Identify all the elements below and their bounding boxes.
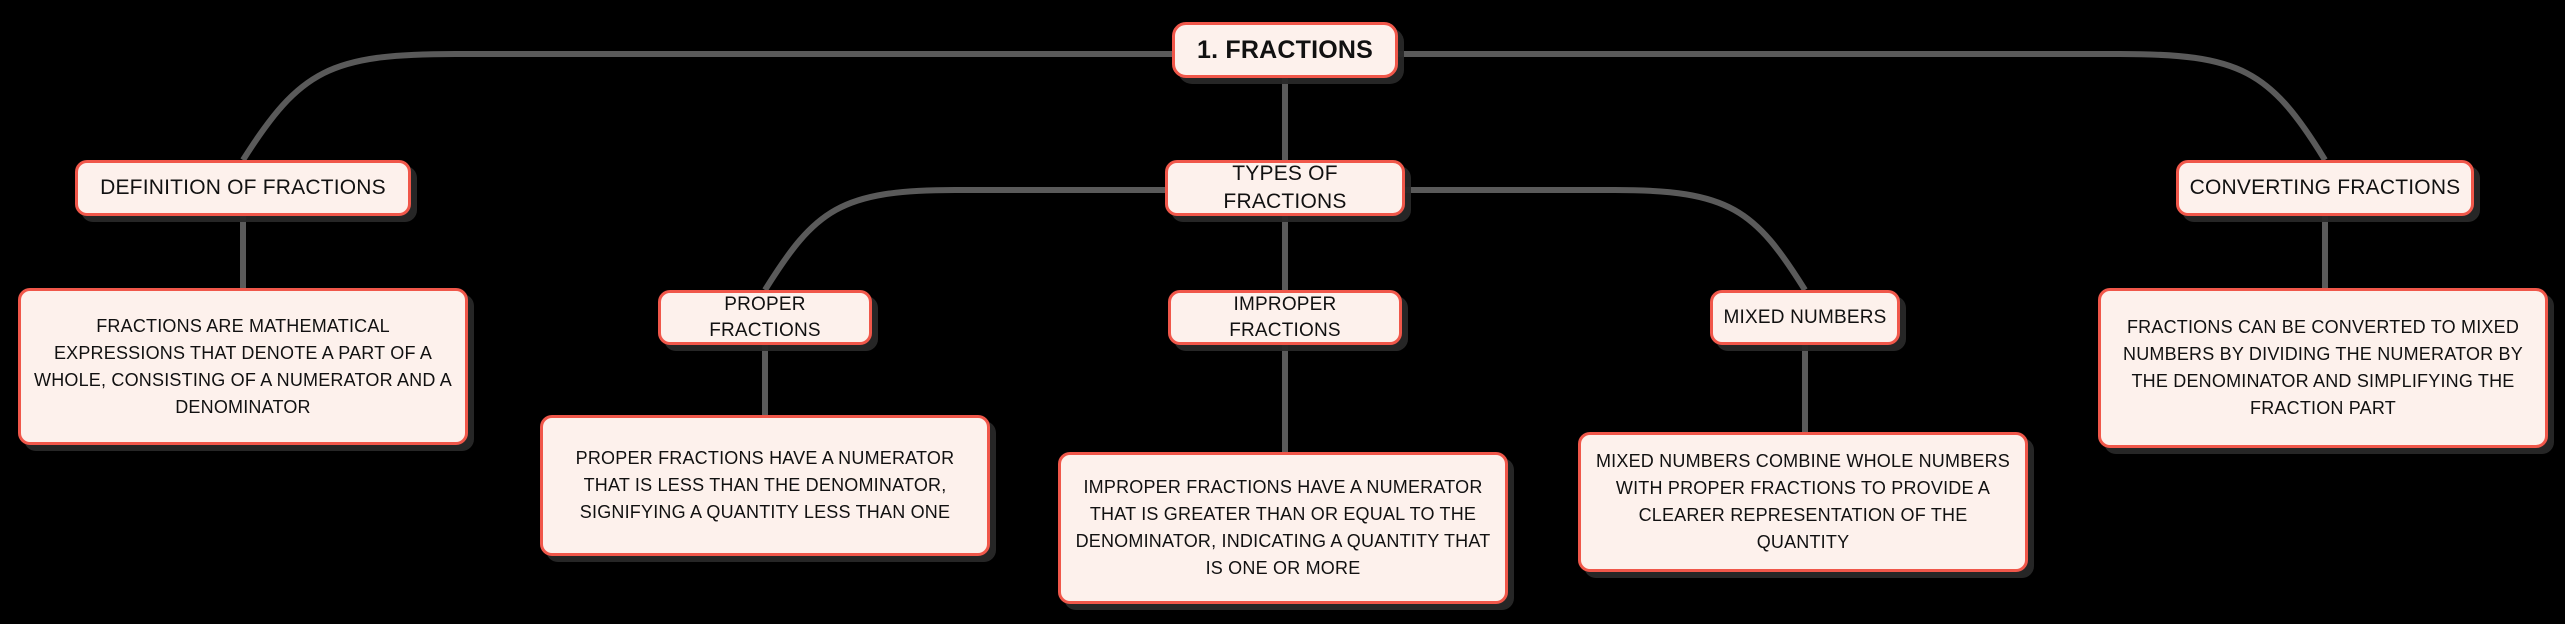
node-proper-description[interactable]: PROPER FRACTIONS HAVE A NUMERATOR THAT I… <box>540 415 990 556</box>
node-converting-description-label: FRACTIONS CAN BE CONVERTED TO MIXED NUMB… <box>2123 317 2523 418</box>
node-mixed-label: MIXED NUMBERS <box>1723 306 1887 328</box>
edge-root-to-converting <box>1398 51 2328 162</box>
node-improper-description-label: IMPROPER FRACTIONS HAVE A NUMERATOR THAT… <box>1075 477 1491 578</box>
node-types-label: TYPES OF FRACTIONS <box>1223 162 1347 213</box>
node-mixed-description[interactable]: MIXED NUMBERS COMBINE WHOLE NUMBERS WITH… <box>1578 432 2028 572</box>
node-converting-description[interactable]: FRACTIONS CAN BE CONVERTED TO MIXED NUMB… <box>2098 288 2548 448</box>
node-root-label: 1. FRACTIONS <box>1196 36 1374 64</box>
node-definition-description-label: FRACTIONS ARE MATHEMATICAL EXPRESSIONS T… <box>34 315 452 417</box>
node-proper-label: PROPER FRACTIONS <box>709 294 821 341</box>
node-proper-description-label: PROPER FRACTIONS HAVE A NUMERATOR THAT I… <box>575 448 955 522</box>
node-proper-fractions[interactable]: PROPER FRACTIONS <box>658 290 872 345</box>
node-converting-fractions[interactable]: CONVERTING FRACTIONS <box>2176 160 2474 216</box>
node-definition-of-fractions[interactable]: DEFINITION OF FRACTIONS <box>75 160 411 216</box>
node-mixed-numbers[interactable]: MIXED NUMBERS <box>1710 290 1900 345</box>
node-root-fractions[interactable]: 1. FRACTIONS <box>1172 22 1398 78</box>
node-improper-label: IMPROPER FRACTIONS <box>1229 294 1341 341</box>
edge-root-to-definition <box>240 51 1172 162</box>
node-improper-description[interactable]: IMPROPER FRACTIONS HAVE A NUMERATOR THAT… <box>1058 452 1508 604</box>
node-types-of-fractions[interactable]: TYPES OF FRACTIONS <box>1165 160 1405 216</box>
edge-types-to-mixed <box>1405 187 1808 292</box>
edge-types-to-proper <box>762 187 1165 292</box>
node-improper-fractions[interactable]: IMPROPER FRACTIONS <box>1168 290 1402 345</box>
node-converting-label: CONVERTING FRACTIONS <box>2189 176 2461 200</box>
node-mixed-description-label: MIXED NUMBERS COMBINE WHOLE NUMBERS WITH… <box>1595 451 2011 552</box>
node-definition-label: DEFINITION OF FRACTIONS <box>100 176 386 200</box>
node-definition-description[interactable]: FRACTIONS ARE MATHEMATICAL EXPRESSIONS T… <box>18 288 468 445</box>
